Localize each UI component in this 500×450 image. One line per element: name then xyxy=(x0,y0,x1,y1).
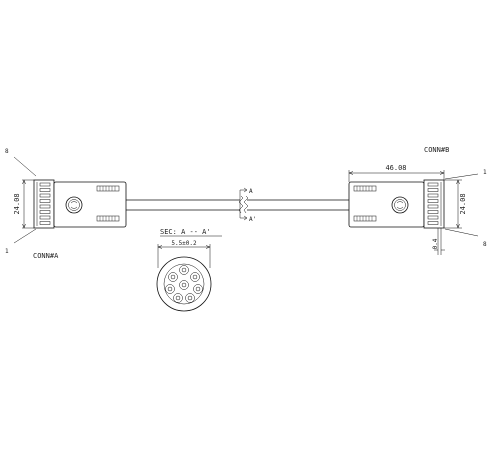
connector-a-pin-last-label: 1 xyxy=(5,248,9,255)
connector-b-length-dimension xyxy=(348,170,445,182)
connector-b-height-label: 24.08 xyxy=(459,193,467,214)
connector-a-name: CONN#A xyxy=(33,252,59,260)
section-marker-top-label: A xyxy=(249,188,253,195)
connector-b-pin-first-label: 1 xyxy=(483,169,487,176)
connector-b-body xyxy=(348,181,425,228)
section-view: SEC: A -- A' 5.5±0.2 xyxy=(156,228,222,312)
section-title: SEC: A -- A' xyxy=(160,228,211,236)
connector-b-logo-icon xyxy=(391,196,409,214)
connector-b-length-label: 46.08 xyxy=(385,164,406,172)
cable-break-left xyxy=(238,195,244,214)
connector-a-pin1-leader xyxy=(13,228,37,244)
cable-cross-section xyxy=(156,256,212,312)
connector-b-offset-label: 0.4 xyxy=(432,238,439,249)
connector-b-pin1-leader xyxy=(444,173,479,180)
connector-b-pin8-leader xyxy=(444,228,479,237)
connector-b-latch-slots xyxy=(353,185,377,222)
connector-b-name: CONN#B xyxy=(424,146,449,154)
connector-a-latch-slots xyxy=(96,185,120,222)
section-diameter-label: 5.5±0.2 xyxy=(171,240,197,247)
section-marker xyxy=(239,187,248,221)
section-marker-bottom-label: A' xyxy=(249,216,256,223)
connector-a-height-dimension xyxy=(22,179,34,229)
connector-b: 46.08 24.08 0.4 1 8 CONN#B xyxy=(348,146,487,255)
connector-a-pins xyxy=(36,182,51,226)
connector-b-pin-last-label: 8 xyxy=(483,241,487,248)
connector-a-pin-first-label: 8 xyxy=(5,148,9,155)
connector-a-logo-icon xyxy=(65,196,83,214)
connector-a-pin8-leader xyxy=(13,156,37,177)
cable-break-right xyxy=(243,195,249,214)
connector-b-height-dimension xyxy=(444,179,462,229)
connector-b-pins xyxy=(427,182,442,226)
section-diameter-dimension xyxy=(157,244,211,268)
cable xyxy=(126,195,349,214)
connector-a: 24.08 8 1 CONN#A xyxy=(5,148,127,260)
connector-a-height-label: 24.08 xyxy=(13,193,21,214)
connector-b-offset-dimension xyxy=(434,228,445,255)
